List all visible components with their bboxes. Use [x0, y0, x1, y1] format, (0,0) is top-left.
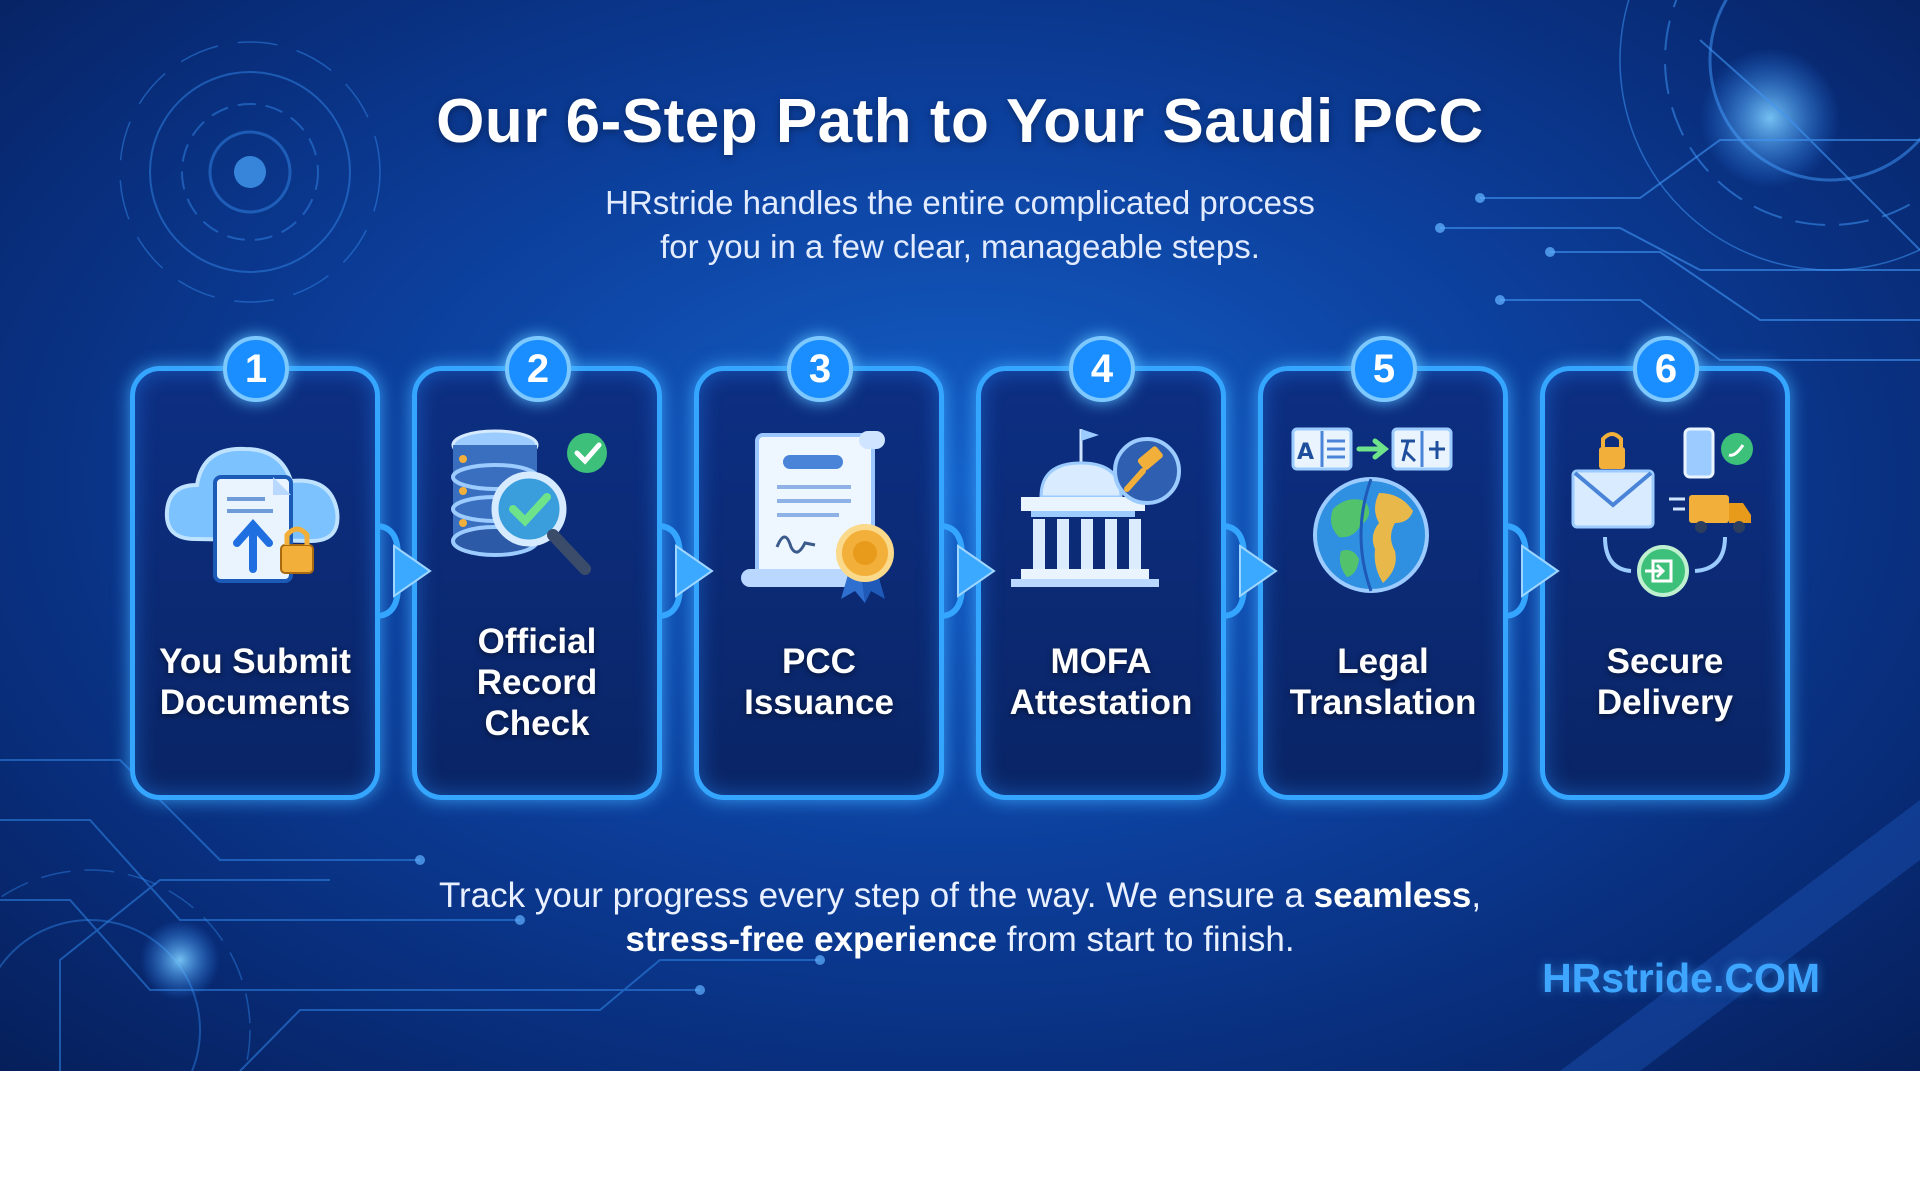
brand-url: HRstride.COM — [1542, 955, 1820, 1001]
subtitle: HRstride handles the entire complicated … — [0, 181, 1920, 269]
svg-text:A: A — [1297, 440, 1314, 465]
subtitle-line-2: for you in a few clear, manageable steps… — [660, 228, 1260, 265]
step-card-6: 6 Secure — [1540, 336, 1790, 800]
step-label: Official Record Check — [417, 621, 657, 744]
step-label-line: Delivery — [1596, 683, 1734, 722]
circuit-background — [0, 0, 1920, 1071]
step-label-line: Translation — [1289, 683, 1477, 722]
step-label: MOFA Attestation — [981, 641, 1221, 723]
step-label: PCC Issuance — [699, 641, 939, 723]
step-label-line: Documents — [159, 683, 351, 722]
step-connector-arrow — [939, 523, 996, 619]
step-label-line: Legal — [1337, 642, 1429, 681]
footer-emphasis-seamless: seamless — [1313, 876, 1472, 915]
step-label: Legal Translation — [1263, 641, 1503, 723]
step-connector-arrow — [657, 523, 714, 619]
subtitle-line-1: HRstride handles the entire complicated … — [605, 184, 1315, 221]
footer-line-1-suffix: , — [1471, 876, 1482, 915]
step-label-line: Attestation — [1009, 683, 1193, 722]
step-number-badge: 4 — [1069, 336, 1135, 402]
infographic-banner: Our 6-Step Path to Your Saudi PCC HRstri… — [0, 0, 1920, 1071]
footer-line-2: stress-free experience from start to fin… — [0, 918, 1920, 962]
step-label-line: Issuance — [744, 683, 894, 722]
step-label-line: You Submit — [159, 642, 351, 681]
step-label-line: PCC — [782, 642, 856, 681]
step-card-2: 2 Official Record Check — [412, 336, 662, 800]
database-search-icon — [451, 429, 607, 575]
step-label-line: Record — [476, 663, 598, 702]
step-connector-arrow — [375, 523, 432, 619]
step-connector-arrow — [1503, 523, 1560, 619]
government-building-icon — [1011, 429, 1181, 587]
step-label: Secure Delivery — [1545, 641, 1785, 723]
step-connector-arrow — [1221, 523, 1278, 619]
step-number-badge: 1 — [223, 336, 289, 402]
footer-line-2-suffix: from start to finish. — [997, 920, 1295, 959]
footer-line-1: Track your progress every step of the wa… — [0, 874, 1920, 918]
footer-text: Track your progress every step of the wa… — [0, 874, 1920, 962]
step-number-badge: 6 — [1633, 336, 1699, 402]
step-label-line: Secure — [1606, 642, 1724, 681]
page-title: Our 6-Step Path to Your Saudi PCC — [436, 87, 1484, 156]
certificate-icon — [741, 431, 894, 603]
delivery-icon — [1571, 427, 1753, 597]
step-card-5: 5 A Legal Translatio — [1258, 336, 1508, 800]
step-number-badge: 3 — [787, 336, 853, 402]
step-label-line: Check — [484, 704, 590, 743]
step-label-line: Official — [477, 622, 597, 661]
step-number-badge: 5 — [1351, 336, 1417, 402]
footer-emphasis-stress-free: stress-free experience — [625, 920, 998, 959]
step-card-4: 4 MOFA Attestation — [976, 336, 1226, 800]
step-number-badge: 2 — [505, 336, 571, 402]
step-label: You Submit Documents — [135, 641, 375, 723]
footer-line-1-prefix: Track your progress every step of the wa… — [438, 876, 1314, 915]
step-card-3: 3 PCC Issuance — [694, 336, 944, 800]
globe-translation-icon: A — [1291, 427, 1453, 593]
steps-row: 1 You Submit Documents 2 — [130, 336, 1790, 800]
step-card-1: 1 You Submit Documents — [130, 336, 380, 800]
cloud-document-upload-icon — [164, 446, 340, 583]
step-label-line: MOFA — [1050, 642, 1152, 681]
